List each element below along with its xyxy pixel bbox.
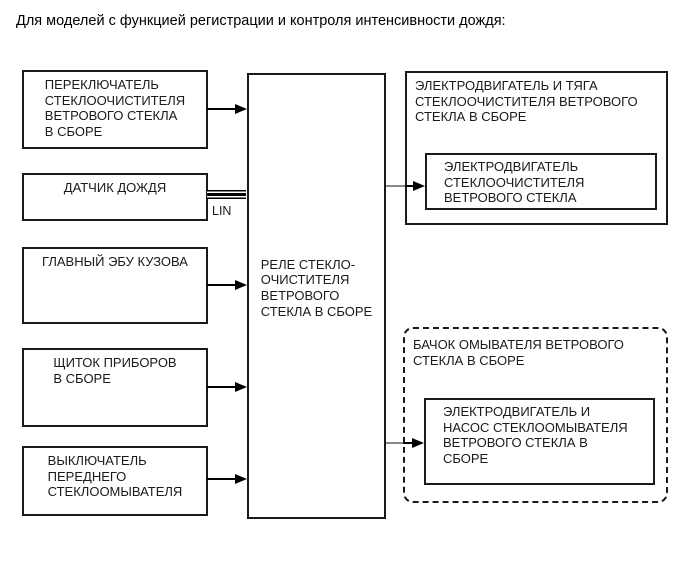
box-wiper-relay: РЕЛЕ СТЕКЛО- ОЧИСТИТЕЛЯ ВЕТРОВОГО СТЕКЛА…: [247, 73, 386, 519]
box-front-washer-switch: ВЫКЛЮЧАТЕЛЬ ПЕРЕДНЕГО СТЕКЛООМЫВАТЕЛЯ: [22, 446, 208, 516]
box-washer-tank-label: БАЧОК ОМЫВАТЕЛЯ ВЕТРОВОГО СТЕКЛА В СБОРЕ: [413, 337, 624, 368]
box-front-washer-switch-label: ВЫКЛЮЧАТЕЛЬ ПЕРЕДНЕГО СТЕКЛООМЫВАТЕЛЯ: [47, 453, 183, 500]
box-wiper-switch: ПЕРЕКЛЮЧАТЕЛЬ СТЕКЛООЧИСТИТЕЛЯ ВЕТРОВОГО…: [22, 70, 208, 149]
box-wiper-motor-label: ЭЛЕКТРОДВИГАТЕЛЬ СТЕКЛООЧИСТИТЕЛЯ ВЕТРОВ…: [444, 159, 585, 206]
arrow-line: [207, 284, 237, 286]
arrow-relay-to-wiper-motor: [386, 181, 425, 191]
lin-bus-line: [207, 190, 246, 199]
arrow-head-icon: [235, 280, 247, 290]
box-wiper-switch-label: ПЕРЕКЛЮЧАТЕЛЬ СТЕКЛООЧИСТИТЕЛЯ ВЕТРОВОГО…: [44, 77, 186, 139]
arrow-line: [207, 386, 237, 388]
lin-bus-label: LIN: [212, 204, 232, 218]
arrow-line: [405, 185, 413, 187]
arrow-line: [207, 108, 237, 110]
arrow-line-gray: [386, 442, 403, 444]
box-main-body-ecu: ГЛАВНЫЙ ЭБУ КУЗОВА: [22, 247, 208, 324]
box-wiper-motor: ЭЛЕКТРОДВИГАТЕЛЬ СТЕКЛООЧИСТИТЕЛЯ ВЕТРОВ…: [425, 153, 657, 210]
arrow-head-icon: [413, 181, 425, 191]
box-instrument-cluster: ЩИТОК ПРИБОРОВ В СБОРЕ: [22, 348, 208, 427]
box-wiper-motor-linkage: ЭЛЕКТРОДВИГАТЕЛЬ И ТЯГА СТЕКЛООЧИСТИТЕЛЯ…: [405, 71, 668, 225]
arrow-head-icon: [235, 474, 247, 484]
arrow-instrument-cluster-to-relay: [207, 382, 247, 392]
arrow-main-body-ecu-to-relay: [207, 280, 247, 290]
arrow-head-icon: [235, 104, 247, 114]
arrow-head-icon: [235, 382, 247, 392]
arrow-line-gray: [386, 185, 405, 187]
diagram-title: Для моделей с функцией регистрации и кон…: [16, 13, 506, 29]
box-wiper-motor-linkage-label: ЭЛЕКТРОДВИГАТЕЛЬ И ТЯГА СТЕКЛООЧИСТИТЕЛЯ…: [415, 78, 638, 125]
box-washer-tank: БАЧОК ОМЫВАТЕЛЯ ВЕТРОВОГО СТЕКЛА В СБОРЕ…: [403, 327, 668, 503]
box-rain-sensor-label: ДАТЧИК ДОЖДЯ: [63, 180, 167, 195]
arrow-front-washer-switch-to-relay: [207, 474, 247, 484]
box-rain-sensor: ДАТЧИК ДОЖДЯ: [22, 173, 208, 221]
arrow-line: [403, 442, 412, 444]
box-wiper-relay-label: РЕЛЕ СТЕКЛО- ОЧИСТИТЕЛЯ ВЕТРОВОГО СТЕКЛА…: [260, 256, 373, 319]
box-instrument-cluster-label: ЩИТОК ПРИБОРОВ В СБОРЕ: [53, 355, 177, 386]
arrow-wiper-switch-to-relay: [207, 104, 247, 114]
box-main-body-ecu-label: ГЛАВНЫЙ ЭБУ КУЗОВА: [42, 254, 188, 269]
arrow-head-icon: [412, 438, 424, 448]
box-washer-motor-pump-label: ЭЛЕКТРОДВИГАТЕЛЬ И НАСОС СТЕКЛООМЫВАТЕЛЯ…: [443, 404, 628, 466]
arrow-relay-to-washer-pump: [386, 438, 424, 448]
arrow-line: [207, 478, 237, 480]
box-washer-motor-pump: ЭЛЕКТРОДВИГАТЕЛЬ И НАСОС СТЕКЛООМЫВАТЕЛЯ…: [424, 398, 655, 485]
